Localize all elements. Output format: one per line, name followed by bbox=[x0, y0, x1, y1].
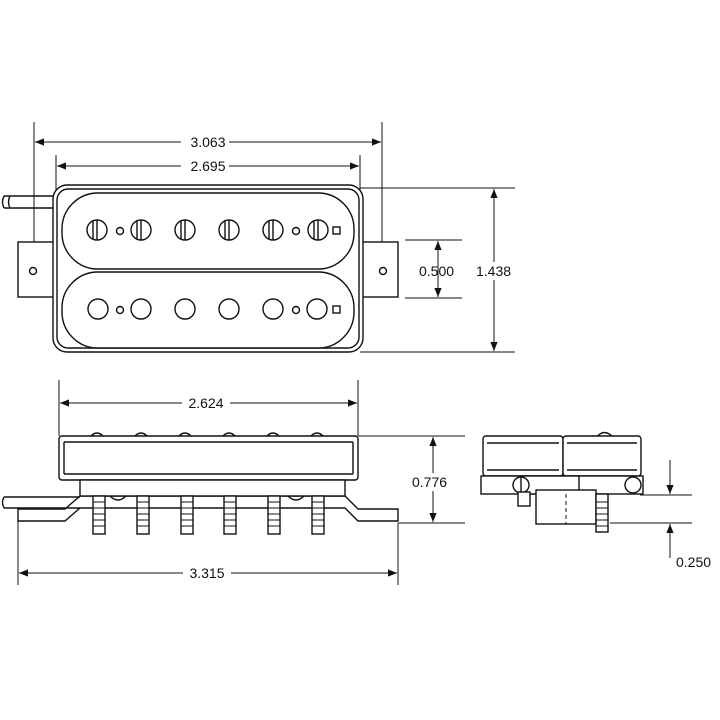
label-pole-spacing: 0.500 bbox=[419, 263, 454, 279]
adjustable-pole-screws bbox=[86, 219, 329, 241]
label-cover-length: 2.695 bbox=[190, 158, 225, 174]
dim-1438: 1.438 bbox=[474, 189, 520, 351]
label-baseplate-length: 3.315 bbox=[189, 565, 224, 581]
label-leg-height: 0.250 bbox=[676, 554, 711, 570]
dim-3063: 3.063 bbox=[35, 133, 381, 151]
dim-0250: 0.250 bbox=[666, 460, 711, 570]
dim-0500: 0.500 bbox=[419, 241, 454, 297]
end-view: 0.250 bbox=[480, 431, 711, 570]
side-view: 2.624 0.776 3.315 bbox=[1, 380, 465, 585]
top-view: 3.063 2.695 0.500 1.438 bbox=[1, 122, 520, 353]
dim-0776: 0.776 bbox=[410, 437, 456, 522]
label-overall-width: 1.438 bbox=[476, 263, 511, 279]
dim-3315: 3.315 bbox=[19, 564, 397, 582]
label-height: 0.776 bbox=[412, 474, 447, 490]
pole-slugs bbox=[87, 298, 328, 320]
label-overall-length: 3.063 bbox=[190, 134, 225, 150]
label-base-length: 2.624 bbox=[188, 395, 223, 411]
dim-2624: 2.624 bbox=[60, 394, 357, 412]
dim-2695: 2.695 bbox=[57, 157, 359, 175]
